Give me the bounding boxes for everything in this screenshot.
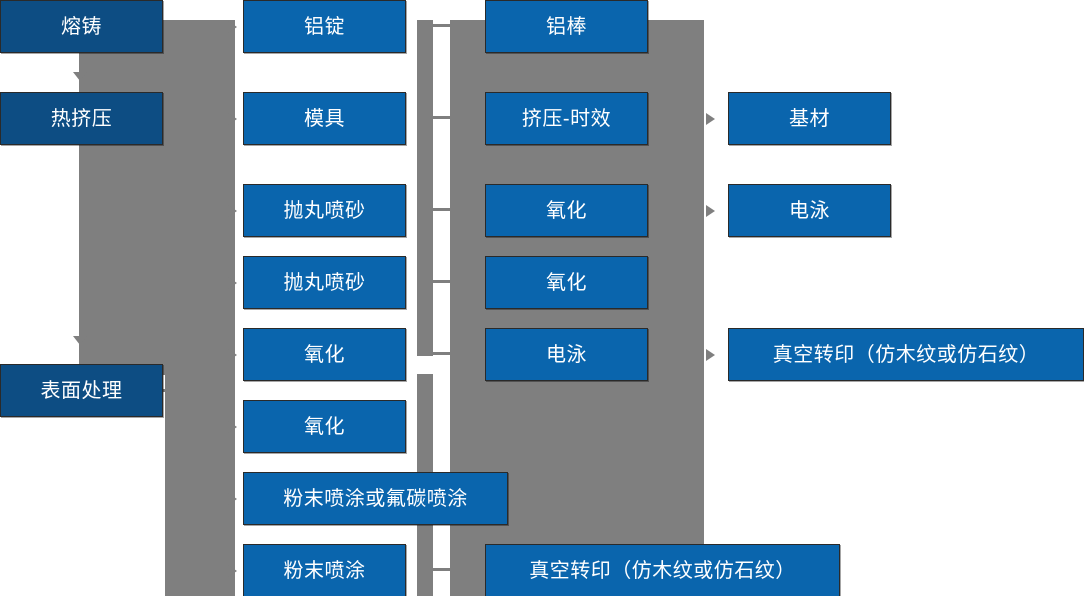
process-box-oxidation-2[interactable]: 氧化 [243, 400, 406, 453]
stage-box-hot-extrusion[interactable]: 热挤压 [0, 92, 163, 145]
process-box-oxidation-3[interactable]: 氧化 [485, 184, 648, 237]
tie-row-5 [431, 352, 452, 355]
tie-row-1 [431, 24, 452, 27]
process-box-base-material[interactable]: 基材 [728, 92, 891, 145]
process-box-oxidation-1[interactable]: 氧化 [243, 328, 406, 381]
arrow-to-oxidation-2 [228, 421, 237, 433]
process-box-extrusion-aging[interactable]: 挤压-时效 [485, 92, 648, 145]
tie-row-4 [431, 280, 452, 283]
arrow-to-electrophoresis-2 [706, 205, 715, 217]
arrow-down-to-surface-finish [73, 336, 87, 345]
process-box-vacuum-transfer-2[interactable]: 真空转印（仿木纹或仿石纹） [728, 328, 1084, 381]
riser-upper [417, 20, 433, 356]
process-box-shot-blasting-2[interactable]: 抛丸喷砂 [243, 256, 406, 309]
arrow-down-to-hot-extrusion [73, 72, 87, 81]
arrow-to-mold [228, 113, 237, 125]
process-box-electrophoresis-1[interactable]: 电泳 [485, 328, 648, 381]
process-box-oxidation-4[interactable]: 氧化 [485, 256, 648, 309]
process-box-electrophoresis-2[interactable]: 电泳 [728, 184, 891, 237]
arrow-to-powder-coating [228, 565, 237, 577]
arrow-to-shot-blasting-2 [228, 277, 237, 289]
process-box-powder-coating[interactable]: 粉末喷涂 [243, 544, 406, 596]
stem-surface-finish [163, 389, 177, 392]
tie-row-3 [431, 208, 452, 211]
trunk-left-vertical [79, 20, 165, 375]
stage-box-melt-cast[interactable]: 熔铸 [0, 0, 163, 53]
band-to-column2 [165, 20, 235, 596]
tie-row-2 [431, 116, 452, 119]
tie-row-6 [431, 568, 452, 571]
stage-box-surface-finish[interactable]: 表面处理 [0, 364, 163, 417]
process-box-vacuum-transfer-1[interactable]: 真空转印（仿木纹或仿石纹） [485, 544, 840, 596]
process-box-aluminum-ingot[interactable]: 铝锭 [243, 0, 406, 53]
arrow-to-oxidation-1 [228, 349, 237, 361]
process-box-shot-blasting-1[interactable]: 抛丸喷砂 [243, 184, 406, 237]
arrow-to-base-material [706, 113, 715, 125]
process-box-mold[interactable]: 模具 [243, 92, 406, 145]
arrow-to-powder-or-fluorocarbon [228, 493, 237, 505]
arrow-to-vacuum-transfer-2 [706, 349, 715, 361]
arrow-to-aluminum-ingot [228, 21, 237, 33]
process-box-powder-or-fluorocarbon[interactable]: 粉末喷涂或氟碳喷涂 [243, 472, 508, 525]
process-box-aluminum-bar[interactable]: 铝棒 [485, 0, 648, 53]
arrow-to-shot-blasting-1 [228, 205, 237, 217]
